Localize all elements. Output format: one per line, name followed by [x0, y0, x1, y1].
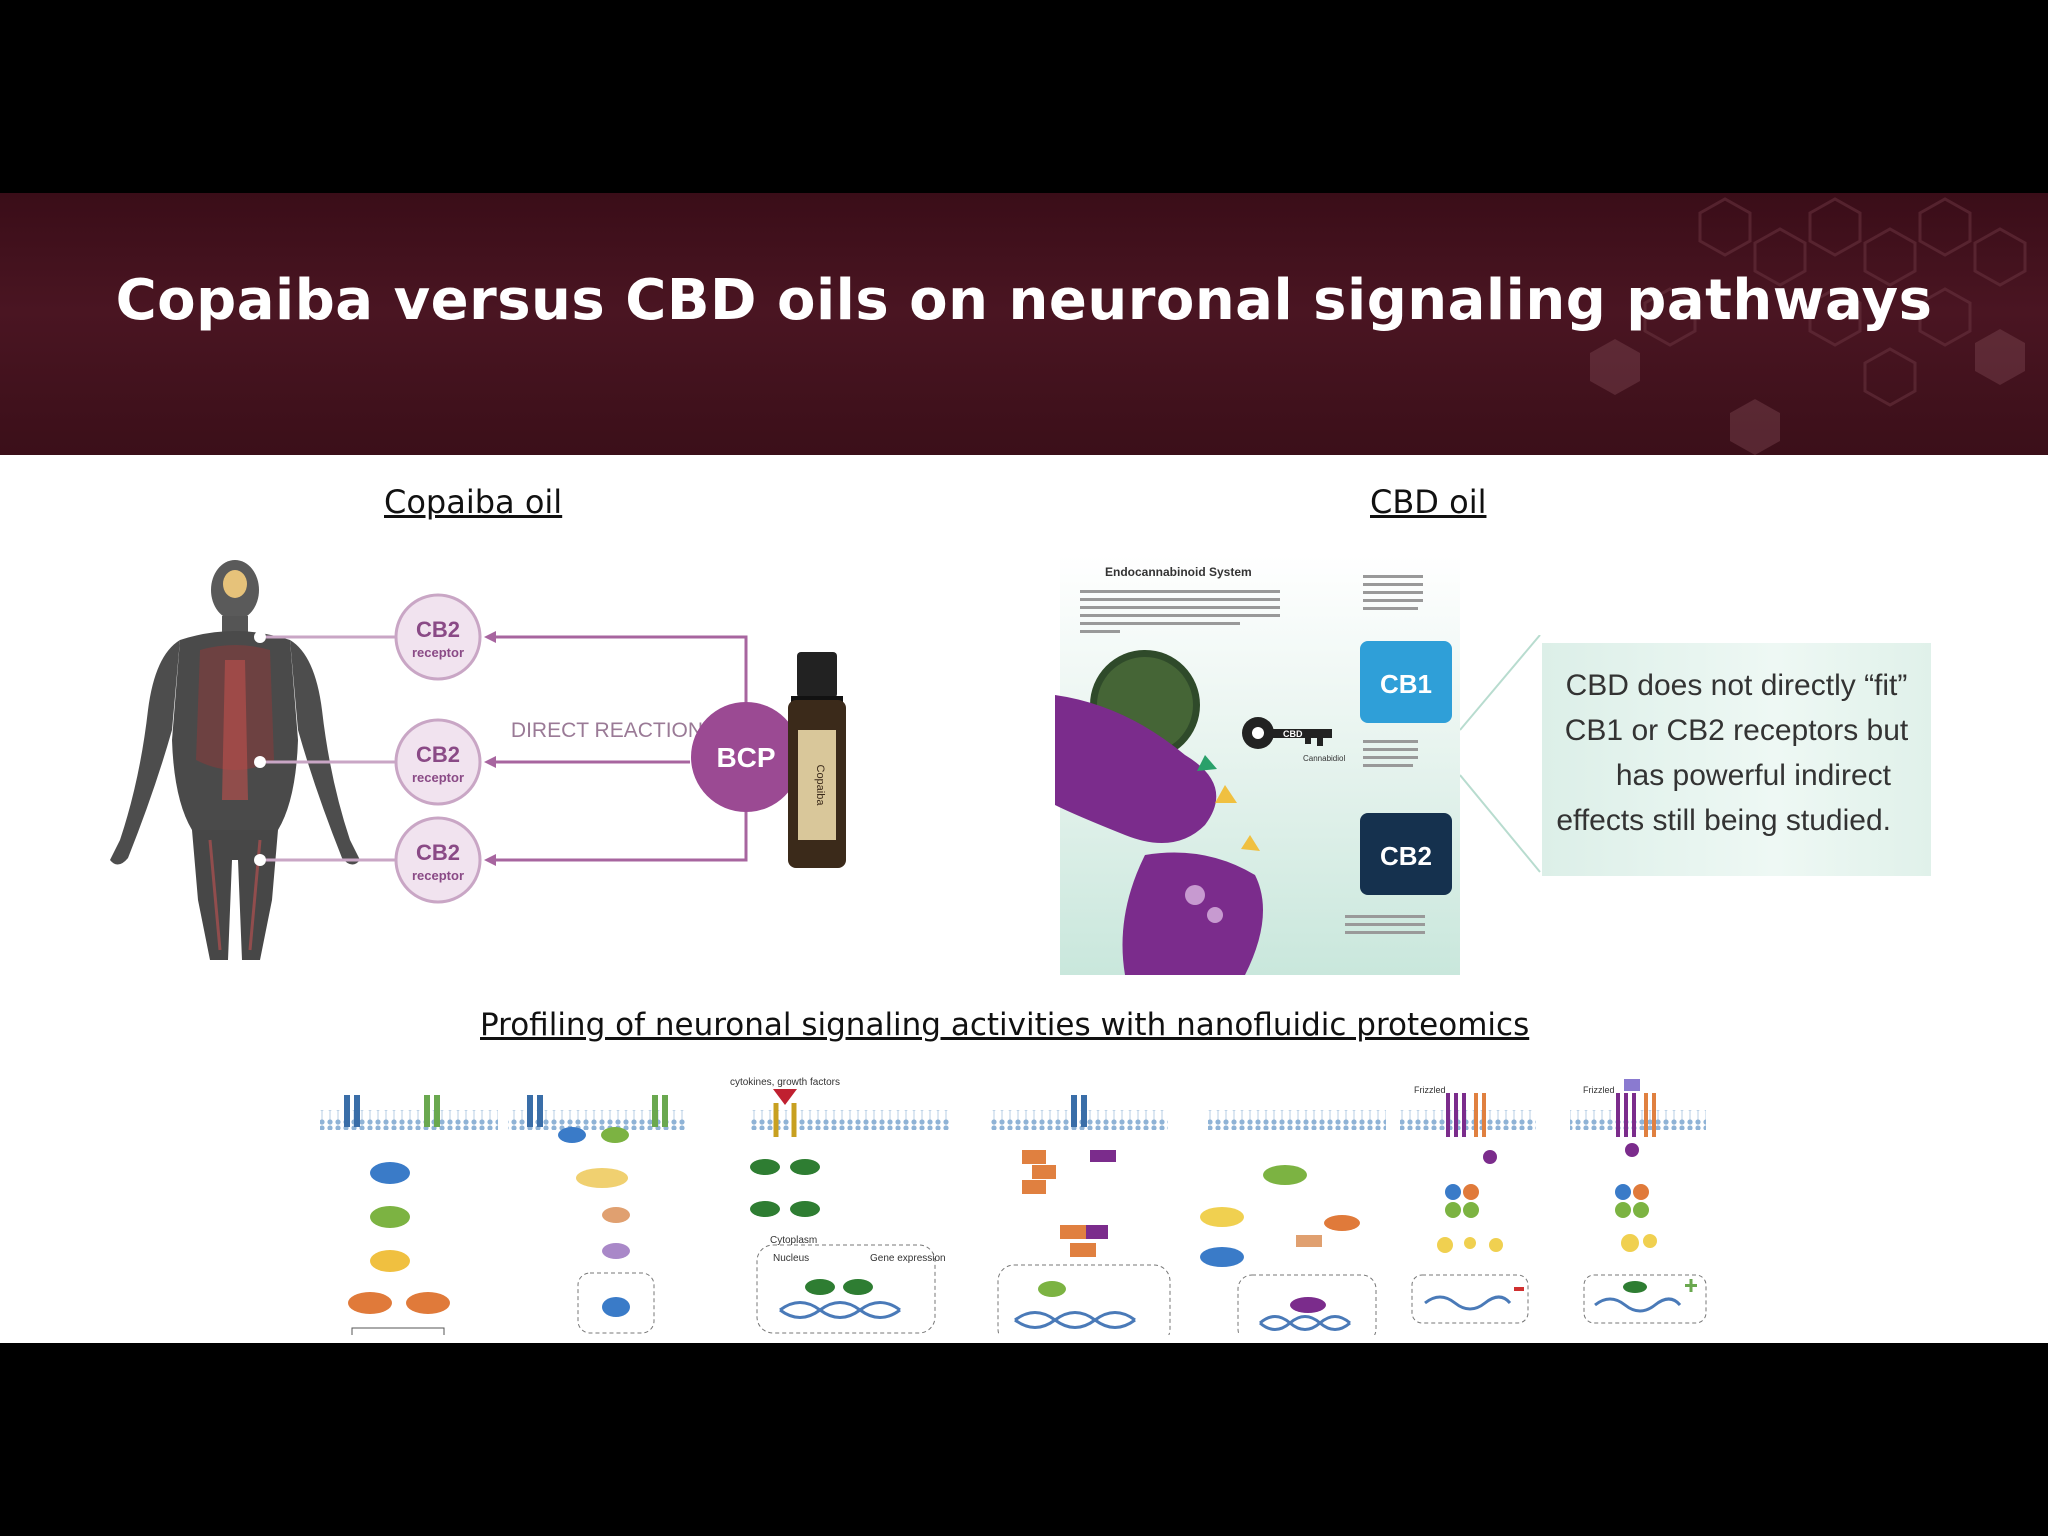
- bcp-node: BCP: [691, 702, 801, 812]
- callout-connector: [1460, 635, 1541, 873]
- cb2-receptor-2: CB2 receptor: [394, 718, 482, 806]
- receptor-sub: receptor: [412, 645, 464, 660]
- pathway-panel-2: [508, 1095, 686, 1334]
- pathway-panel-6: Frizzled: [1400, 1085, 1536, 1324]
- cbd-key-icon: CBD Cannabidiol: [1242, 717, 1345, 763]
- cytokine-label: cytokines, growth factors: [730, 1077, 840, 1088]
- slide-title: Copaiba versus CBD oils on neuronal sign…: [115, 268, 1933, 333]
- cbd-heading: CBD oil: [1370, 483, 1487, 521]
- frizzled-label: Frizzled: [1583, 1085, 1615, 1095]
- callout-line-4: effects still being studied.: [1556, 804, 1891, 837]
- cb2-box: CB2: [1360, 813, 1452, 895]
- pathway-panel-1: [320, 1095, 498, 1335]
- cb2-receptor-3: CB2 receptor: [394, 816, 482, 904]
- cb2-receptor-1: CB2 receptor: [394, 593, 482, 681]
- receptor-name: CB2: [416, 742, 460, 767]
- cytoplasm-label: Cytoplasm: [770, 1235, 817, 1246]
- nucleus-label: Nucleus: [773, 1253, 809, 1264]
- bcp-label: BCP: [716, 742, 775, 773]
- frizzled-label: Frizzled: [1414, 1085, 1446, 1095]
- callout-line-2: CB1 or CB2 receptors but: [1564, 714, 1909, 747]
- svg-text:CB1: CB1: [1380, 669, 1432, 699]
- title-banner: Copaiba versus CBD oils on neuronal sign…: [0, 193, 2048, 455]
- svg-text:CB2: CB2: [1380, 841, 1432, 871]
- pathway-panel-4: [990, 1095, 1171, 1335]
- receptor-sub: receptor: [412, 770, 464, 785]
- bottle-label: Copaiba: [814, 765, 826, 807]
- cbd-callout-box: CBD does not directly “fit” CB1 or CB2 r…: [1542, 643, 1931, 876]
- hexagon-pattern: [1590, 197, 2027, 455]
- panel-title: Endocannabinoid System: [1105, 565, 1252, 579]
- receptor-name: CB2: [416, 617, 460, 642]
- receptor-sub: receptor: [412, 868, 464, 883]
- receptor-name: CB2: [416, 840, 460, 865]
- human-body-figure: [110, 560, 360, 960]
- pathway-panel-5: [1200, 1110, 1386, 1335]
- letterbox-top: [0, 0, 2048, 193]
- pathway-panels: cytokines, growth factors Cytoplasm Nucl…: [320, 1077, 1707, 1335]
- cb1-box: CB1: [1360, 641, 1452, 723]
- key-caption: Cannabidiol: [1303, 754, 1345, 763]
- key-label: CBD: [1283, 729, 1303, 739]
- profiling-heading: Profiling of neuronal signaling activiti…: [480, 1007, 1530, 1043]
- gene-expression-label: Gene expression: [870, 1253, 946, 1264]
- letterbox-bottom: [0, 1343, 2048, 1536]
- copaiba-diagram: CB2 receptor CB2 receptor CB2 receptor D…: [110, 560, 846, 960]
- slide-content: Copaiba oil CBD oil: [0, 455, 2048, 1343]
- copaiba-bottle-icon: Copaiba: [788, 652, 846, 868]
- callout-line-1: CBD does not directly “fit”: [1565, 669, 1908, 702]
- pathway-panel-3: cytokines, growth factors Cytoplasm Nucl…: [730, 1077, 950, 1334]
- endocannabinoid-panel: Endocannabinoid System C: [1055, 555, 1460, 975]
- copaiba-heading: Copaiba oil: [384, 483, 563, 521]
- pathway-panel-7: Frizzled: [1570, 1079, 1707, 1324]
- callout-line-3: has powerful indirect: [1615, 759, 1891, 792]
- direct-reaction-label: DIRECT REACTION: [511, 719, 703, 742]
